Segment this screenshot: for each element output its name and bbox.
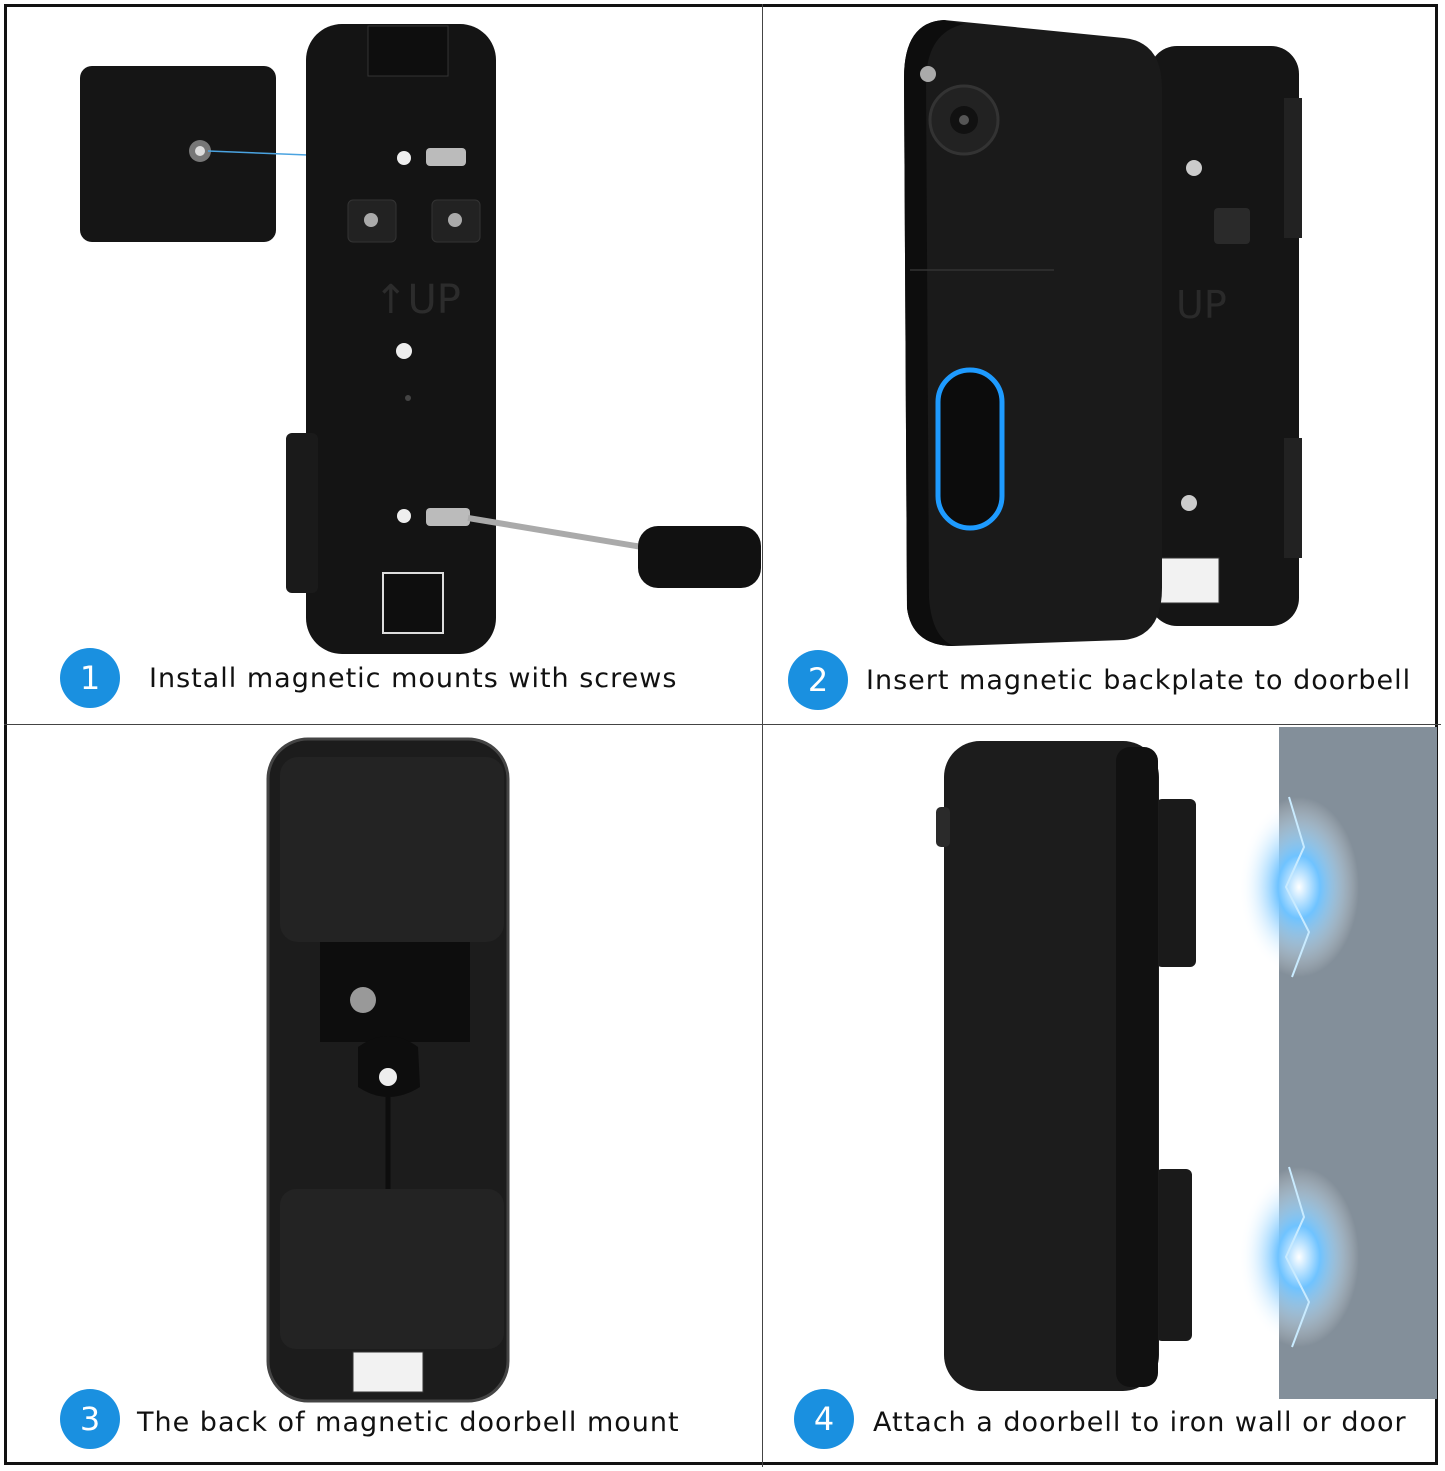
backplate-side [1149, 46, 1299, 626]
step-4-panel: 4 Attach a doorbell to iron wall or door [764, 727, 1437, 1463]
step-3-panel: 3 The back of magnetic doorbell mount [8, 727, 761, 1463]
magnet-block-bottom [1156, 1169, 1192, 1341]
step-3-caption: The back of magnetic doorbell mount [137, 1407, 680, 1438]
step-1-illustration: ↑UP [80, 24, 761, 654]
screw-top [426, 148, 466, 166]
grid-divider-vertical [762, 4, 763, 1467]
step-3-illustration [266, 737, 510, 1403]
backplate [306, 24, 496, 654]
magnetic-spark-bottom [1239, 1167, 1359, 1347]
doorbell-side [944, 741, 1159, 1391]
step-4-illustration [936, 727, 1437, 1399]
magnet-strip-top [280, 757, 504, 942]
step-3-badge: 3 [60, 1389, 120, 1449]
grid-divider-horizontal [4, 724, 1441, 725]
step-4-caption: Attach a doorbell to iron wall or door [873, 1407, 1407, 1438]
step-2-panel: UP 2 Insert magnetic backplate to doorbe… [764, 8, 1437, 723]
step-4-badge: 4 [794, 1389, 854, 1449]
magnet-strip-bottom [280, 1189, 504, 1349]
up-marking: ↑UP [374, 277, 461, 323]
doorbell-ring-button [935, 367, 1005, 531]
magnetic-pad [80, 66, 276, 242]
screw-bottom [426, 508, 470, 526]
magnet-block-top [1156, 799, 1196, 967]
screwdriver-shaft [467, 515, 649, 551]
screwdriver-handle [638, 526, 761, 588]
magnetic-spark-top [1239, 797, 1359, 977]
step-1-badge: 1 [60, 648, 120, 708]
step-1-caption: Install magnetic mounts with screws [149, 663, 678, 694]
step-2-caption: Insert magnetic backplate to doorbell [866, 665, 1412, 696]
step-2-illustration: UP [904, 20, 1302, 646]
step-2-badge: 2 [788, 650, 848, 710]
svg-text:UP: UP [1176, 283, 1227, 327]
step-1-panel: ↑UP 1 Install magnetic mounts with screw… [8, 8, 761, 723]
